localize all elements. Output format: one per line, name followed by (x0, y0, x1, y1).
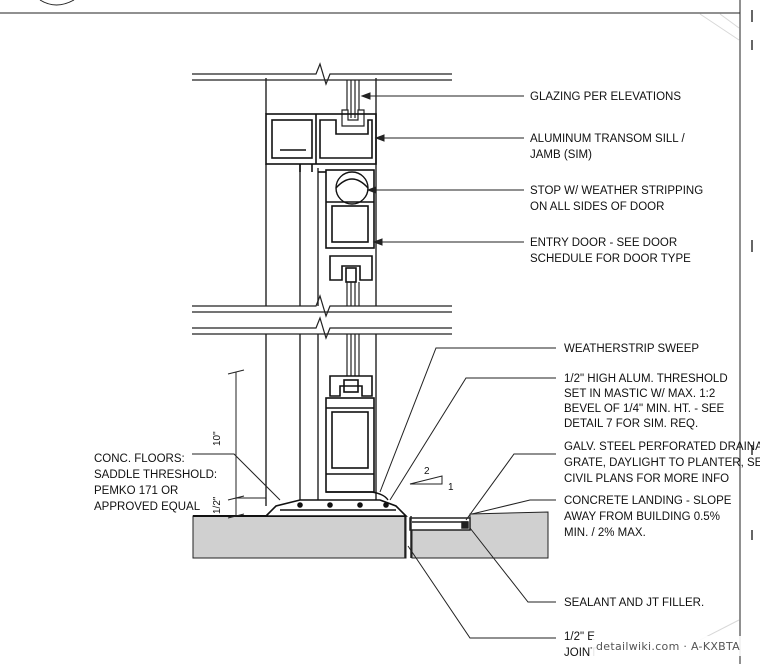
door-glazing (346, 282, 360, 376)
callout-transom: ALUMINUM TRANSOM SILL / JAMB (SIM) (530, 133, 688, 161)
watermark-backdrop (592, 636, 742, 656)
break-lines (192, 62, 452, 340)
entry-door-upper-rail (318, 169, 375, 249)
wall-frame-lines (265, 78, 377, 506)
aluminum-transom-sill (265, 113, 377, 172)
door-glazing-stop (329, 255, 373, 283)
callout-stop: STOP W/ WEATHER STRIPPING ON ALL SIDES O… (530, 185, 706, 213)
callout-floors: CONC. FLOORS: SADDLE THRESHOLD: PEMKO 17… (94, 453, 220, 513)
leader-lines (192, 92, 556, 639)
dimension-lower: 1/2" (212, 496, 223, 514)
weather-stripping-stop (335, 171, 369, 205)
callout-sweep: WEATHERSTRIP SWEEP (564, 343, 699, 355)
callout-sealant: SEALANT AND JT FILLER. (564, 597, 704, 609)
dimension-lines (227, 369, 266, 519)
callout-grate: GALV. STEEL PERFORATED DRAINAGE GRATE, D… (564, 441, 760, 485)
dimension-upper: 10" (212, 431, 223, 446)
background-hatch (699, 13, 740, 641)
callout-threshold: 1/2" HIGH ALUM. THRESHOLD SET IN MASTIC … (564, 373, 731, 430)
watermark: detailwiki.com · A-KXBTA (596, 640, 740, 653)
slope-rise: 1 (448, 482, 454, 493)
aluminum-threshold (264, 499, 408, 517)
weatherstrip-sweep (326, 491, 389, 501)
callout-landing: CONCRETE LANDING - SLOPE AWAY FROM BUILD… (564, 495, 735, 539)
drainage-grate (409, 517, 471, 531)
callout-joint: 1/2" E JOINT (564, 631, 598, 659)
callout-entry-door: ENTRY DOOR - SEE DOOR SCHEDULE FOR DOOR … (530, 237, 691, 265)
upper-glazing (341, 80, 365, 127)
slope-run: 2 (424, 466, 430, 477)
concrete-floor-slab (192, 515, 407, 559)
slope-indicator (409, 475, 443, 485)
sheet-border (0, 0, 741, 664)
entry-door-bottom-rail (325, 375, 375, 493)
callout-glazing: GLAZING PER ELEVATIONS (530, 91, 681, 103)
